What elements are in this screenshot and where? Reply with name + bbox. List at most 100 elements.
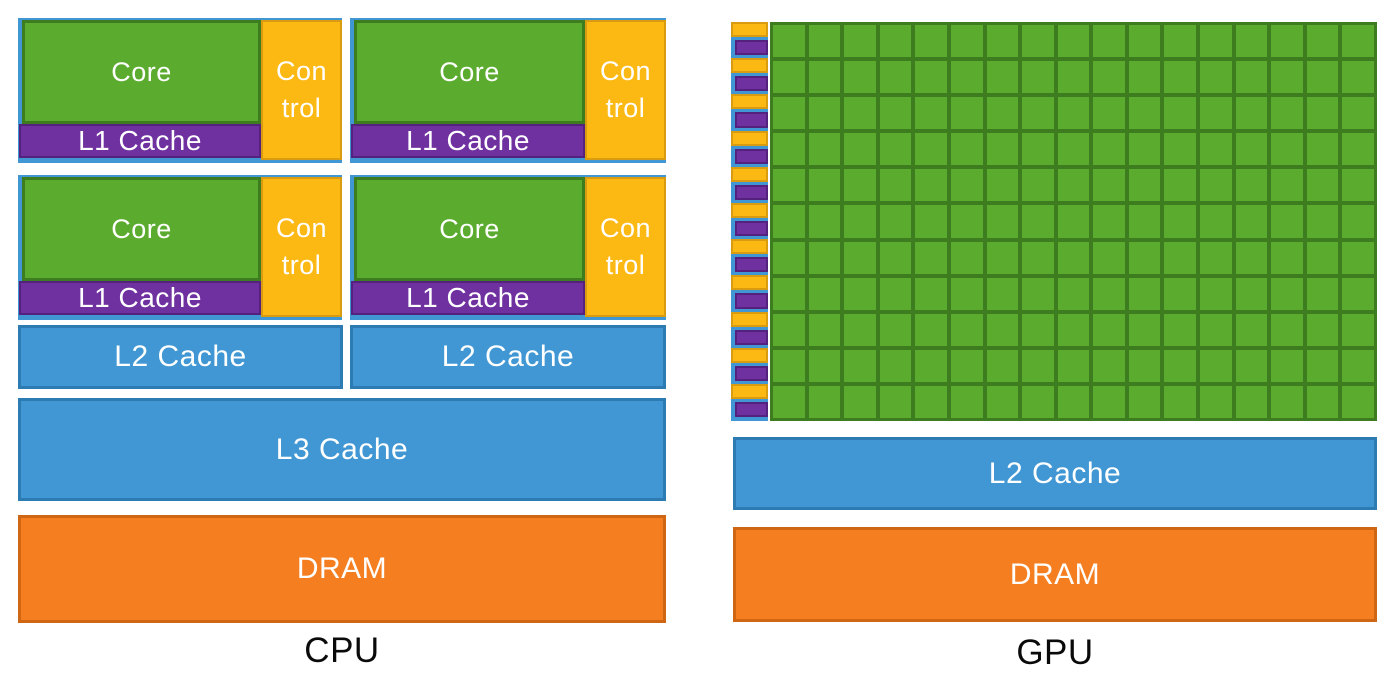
l1-cache-label: L1 Cache xyxy=(406,282,530,313)
gpu-core-cell xyxy=(1306,241,1339,274)
l3-cache-label: L3 Cache xyxy=(275,432,409,466)
cpu-core-block: Core xyxy=(354,177,585,281)
gpu-core-cell xyxy=(808,349,841,382)
cpu-core-group: Core Con trol L1 Cache xyxy=(350,18,666,163)
gpu-cache-stripe xyxy=(735,184,768,200)
gpu-core-cell xyxy=(1093,169,1125,202)
gpu-cache-stripe xyxy=(735,148,768,164)
gpu-core-cell xyxy=(1093,385,1125,418)
gpu-core-cell xyxy=(986,277,1019,310)
gpu-core-cell xyxy=(1022,349,1054,382)
gpu-core-cell xyxy=(879,313,912,346)
gpu-cache-stripe xyxy=(735,365,768,381)
gpu-core-cell xyxy=(773,241,805,274)
gpu-core-cell xyxy=(773,97,805,130)
gpu-core-cell xyxy=(879,97,912,130)
gpu-core-cell xyxy=(950,25,983,58)
gpu-core-cell xyxy=(1057,61,1090,94)
gpu-core-cell xyxy=(950,133,983,166)
gpu-core-cell xyxy=(986,97,1019,130)
gpu-core-cell xyxy=(915,169,947,202)
gpu-core-cell xyxy=(1342,241,1374,274)
gpu-caption: GPU xyxy=(1016,633,1094,672)
cpu-caption: CPU xyxy=(304,631,380,670)
gpu-core-cell xyxy=(1342,25,1374,58)
gpu-core-cell xyxy=(1342,313,1374,346)
gpu-core-cell xyxy=(1342,133,1374,166)
gpu-core-cell xyxy=(808,133,841,166)
gpu-core-cell xyxy=(1128,385,1161,418)
gpu-control-stripe xyxy=(731,275,768,291)
gpu-control-stripe xyxy=(731,202,768,219)
l2-cache-label: L2 Cache xyxy=(441,340,575,373)
gpu-core-cell xyxy=(1235,25,1268,58)
gpu-core-cell xyxy=(1057,169,1090,202)
gpu-core-cell xyxy=(1093,61,1125,94)
gpu-core-cell xyxy=(1164,97,1197,130)
gpu-core-cell xyxy=(1057,241,1090,274)
gpu-cache-stripe xyxy=(735,293,768,309)
gpu-core-cell xyxy=(1164,385,1197,418)
gpu-core-cell xyxy=(1022,313,1054,346)
gpu-core-cell xyxy=(1022,25,1054,58)
gpu-core-cell xyxy=(844,205,876,238)
gpu-core-cell xyxy=(1271,97,1303,130)
gpu-core-cell xyxy=(1022,205,1054,238)
gpu-core-cell xyxy=(950,385,983,418)
gpu-core-cell xyxy=(986,205,1019,238)
gpu-core-cell xyxy=(1235,349,1268,382)
gpu-core-cell xyxy=(773,25,805,58)
gpu-core-cell xyxy=(986,169,1019,202)
gpu-core-cell xyxy=(1128,61,1161,94)
gpu-core-cell xyxy=(1128,25,1161,58)
gpu-cache-stripe xyxy=(735,401,768,418)
gpu-control-stripe xyxy=(731,94,768,110)
gpu-core-cell xyxy=(773,313,805,346)
gpu-cache-stripe xyxy=(735,329,768,345)
gpu-core-cell xyxy=(1022,133,1054,166)
gpu-core-cell xyxy=(844,133,876,166)
gpu-core-cell xyxy=(1164,349,1197,382)
gpu-core-cell xyxy=(1093,205,1125,238)
gpu-core-cell xyxy=(915,97,947,130)
gpu-core-cell xyxy=(1057,133,1090,166)
gpu-core-cell xyxy=(1164,241,1197,274)
gpu-core-cell xyxy=(1306,205,1339,238)
gpu-core-cell xyxy=(844,277,876,310)
gpu-core-cell xyxy=(1200,97,1232,130)
gpu-core-cell xyxy=(1057,385,1090,418)
l1-cache-label: L1 Cache xyxy=(78,282,202,313)
gpu-core-cell xyxy=(808,169,841,202)
cpu-core-group: Core Con trol L1 Cache xyxy=(350,175,666,320)
gpu-core-cell xyxy=(1093,97,1125,130)
gpu-core-cell xyxy=(1093,241,1125,274)
gpu-core-cell xyxy=(1200,349,1232,382)
gpu-core-cell xyxy=(1235,241,1268,274)
gpu-core-cell xyxy=(1306,313,1339,346)
gpu-core-cell xyxy=(986,385,1019,418)
gpu-cache-stripe xyxy=(735,112,768,128)
gpu-core-cell xyxy=(844,97,876,130)
gpu-core-cell xyxy=(1271,25,1303,58)
cpu-l1-cache: L1 Cache xyxy=(19,124,261,158)
gpu-core-cell xyxy=(915,25,947,58)
cpu-control-block: Con trol xyxy=(585,177,666,317)
gpu-l2-cache: L2 Cache xyxy=(733,437,1377,510)
gpu-core-cell xyxy=(1057,97,1090,130)
gpu-core-cell xyxy=(1128,97,1161,130)
control-label-line2: trol xyxy=(605,93,646,123)
gpu-core-cell xyxy=(808,97,841,130)
gpu-control-cache-column xyxy=(731,22,768,421)
gpu-core-cell xyxy=(950,61,983,94)
gpu-core-cell xyxy=(1235,385,1268,418)
gpu-core-cell xyxy=(1235,169,1268,202)
gpu-core-cell xyxy=(1022,385,1054,418)
gpu-cache-stripe xyxy=(735,76,768,92)
gpu-core-cell xyxy=(950,205,983,238)
gpu-cache-stripe xyxy=(735,221,768,237)
gpu-cache-stripe xyxy=(735,257,768,273)
gpu-core-cell xyxy=(1342,205,1374,238)
gpu-core-cell xyxy=(808,241,841,274)
cpu-l2-cache-left: L2 Cache xyxy=(18,325,343,389)
